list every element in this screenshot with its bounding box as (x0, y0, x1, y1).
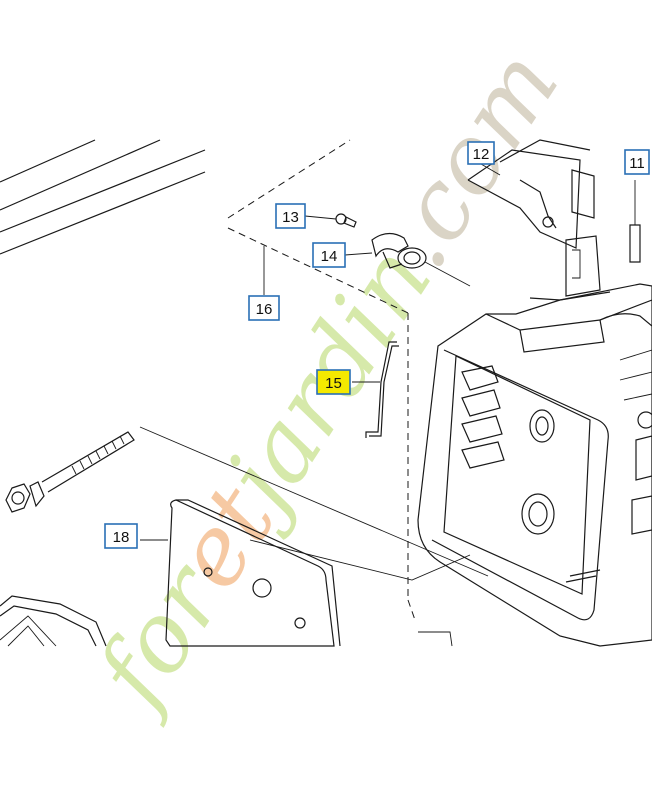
callout-14[interactable]: 14 (312, 242, 346, 268)
gasket-part-18 (139, 426, 489, 647)
callout-11-label: 11 (629, 155, 645, 172)
callout-12-label: 12 (473, 146, 490, 163)
callouts: 11 12 13 14 15 16 18 (104, 141, 650, 549)
bolt (5, 431, 135, 513)
callout-18[interactable]: 18 (104, 523, 138, 549)
callout-11[interactable]: 11 (624, 149, 650, 175)
fitting-part-14 (344, 232, 471, 287)
callout-12[interactable]: 12 (467, 141, 495, 165)
callout-16[interactable]: 16 (248, 295, 280, 321)
cylinder-housing (417, 283, 652, 647)
callout-14-label: 14 (321, 248, 338, 265)
upper-right-assembly (467, 139, 641, 297)
screw-part-13 (304, 213, 357, 228)
wire-part-15 (352, 341, 399, 438)
callout-18-label: 18 (113, 529, 130, 546)
callout-16-label: 16 (256, 301, 273, 318)
callout-13[interactable]: 13 (275, 203, 306, 229)
callout-15-label: 15 (325, 375, 342, 392)
callout-15[interactable]: 15 (316, 369, 351, 395)
lower-left-part-fragment (0, 595, 107, 647)
assembly-boundary-dashed (227, 139, 416, 621)
callout-13-label: 13 (282, 209, 299, 226)
upper-left-part-outline (0, 139, 206, 255)
